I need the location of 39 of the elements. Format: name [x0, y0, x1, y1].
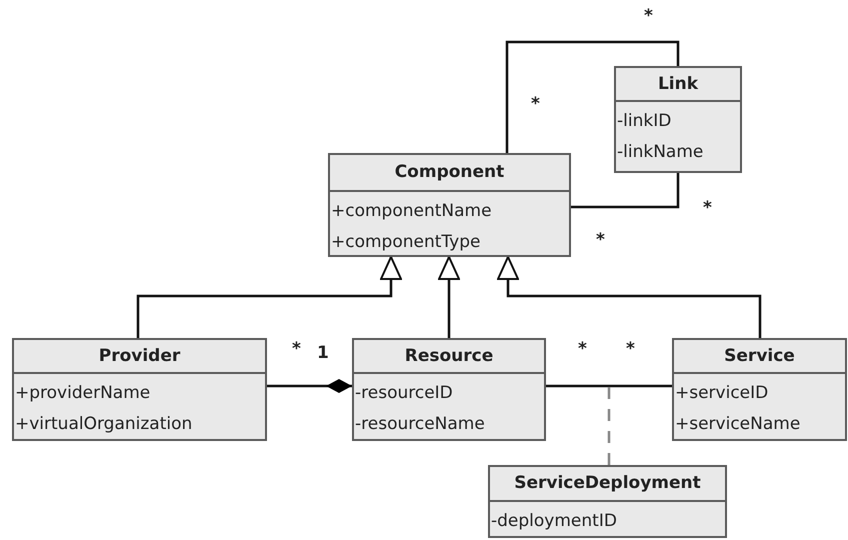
class-name: Provider — [14, 340, 265, 374]
multiplicity-label: * — [596, 232, 605, 249]
class-box — [488, 465, 727, 538]
connector-line — [546, 384, 672, 388]
attribute-text: +componentName — [330, 200, 493, 223]
class-box — [352, 338, 546, 441]
connector-line — [438, 256, 460, 338]
multiplicity-label: * — [626, 341, 635, 358]
attribute-text: +componentType — [330, 231, 482, 254]
multiplicity-label: * — [703, 200, 712, 217]
attribute-text: -resourceName — [354, 413, 486, 436]
multiplicity-label: * — [531, 96, 540, 113]
multiplicity-label: 1 — [317, 345, 329, 362]
attribute-text: +providerName — [14, 382, 152, 405]
attribute-text: -linkName — [616, 141, 704, 164]
class-box — [328, 153, 571, 257]
class-name: Service — [674, 340, 845, 374]
multiplicity-label: * — [292, 341, 301, 358]
attribute-text: -linkID — [616, 110, 672, 133]
connector-line — [571, 173, 680, 208]
connector-line — [136, 256, 402, 338]
class-name: Resource — [354, 340, 544, 374]
attribute-text: +virtualOrganization — [14, 413, 194, 436]
class-name: ServiceDeployment — [490, 467, 725, 502]
connector-line — [497, 256, 762, 338]
attribute-text: +serviceName — [674, 413, 802, 436]
class-box — [12, 338, 267, 441]
dashed-connector — [608, 386, 610, 465]
attribute-text: +serviceID — [674, 382, 770, 405]
multiplicity-label: * — [644, 8, 653, 25]
class-box — [672, 338, 847, 441]
attribute-text: -resourceID — [354, 382, 454, 405]
connector-line — [267, 379, 352, 393]
multiplicity-label: * — [578, 341, 587, 358]
attribute-text: -deploymentID — [490, 510, 618, 533]
class-name: Link — [616, 68, 740, 102]
connector-line — [506, 40, 680, 153]
class-name: Component — [330, 155, 569, 192]
class-box — [614, 66, 742, 173]
